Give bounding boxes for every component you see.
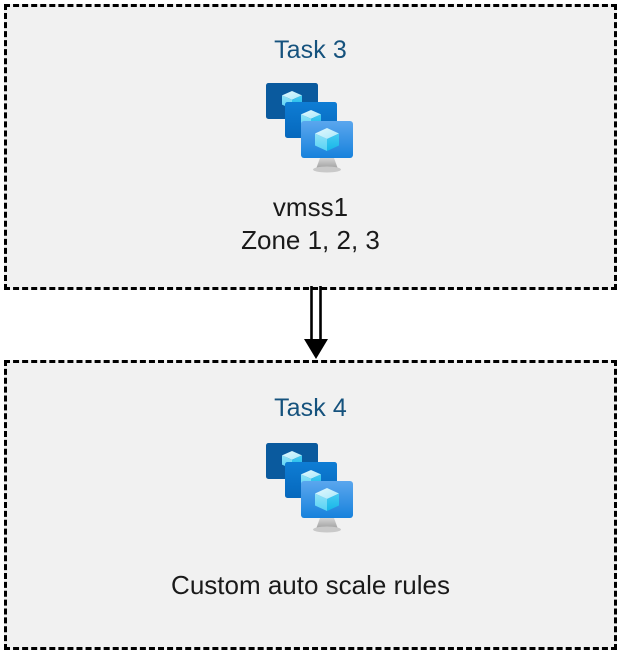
cube-front	[314, 128, 339, 151]
task-box-task4[interactable]: Task 4	[4, 360, 617, 650]
monitor-stand	[312, 158, 341, 173]
cube-front	[314, 488, 339, 511]
monitor-stand	[312, 518, 341, 533]
virtual-machine-scale-set-icon	[265, 83, 353, 173]
virtual-machine-scale-set-icon	[265, 443, 353, 533]
caption-line: Zone 1, 2, 3	[241, 225, 380, 255]
arrow-head	[304, 339, 328, 359]
caption-block: Custom auto scale rules	[171, 569, 450, 602]
task-heading: Task 3	[274, 36, 347, 64]
task-heading: Task 4	[274, 394, 347, 422]
caption-line: Custom auto scale rules	[171, 570, 450, 600]
task-box-task3[interactable]: Task 3	[4, 4, 617, 290]
caption-block: vmss1 Zone 1, 2, 3	[241, 191, 380, 257]
icon-wrap	[260, 77, 362, 177]
icon-wrap	[260, 437, 362, 537]
connector-arrow-task3-to-task4	[304, 286, 328, 359]
caption-line: vmss1	[272, 192, 349, 222]
